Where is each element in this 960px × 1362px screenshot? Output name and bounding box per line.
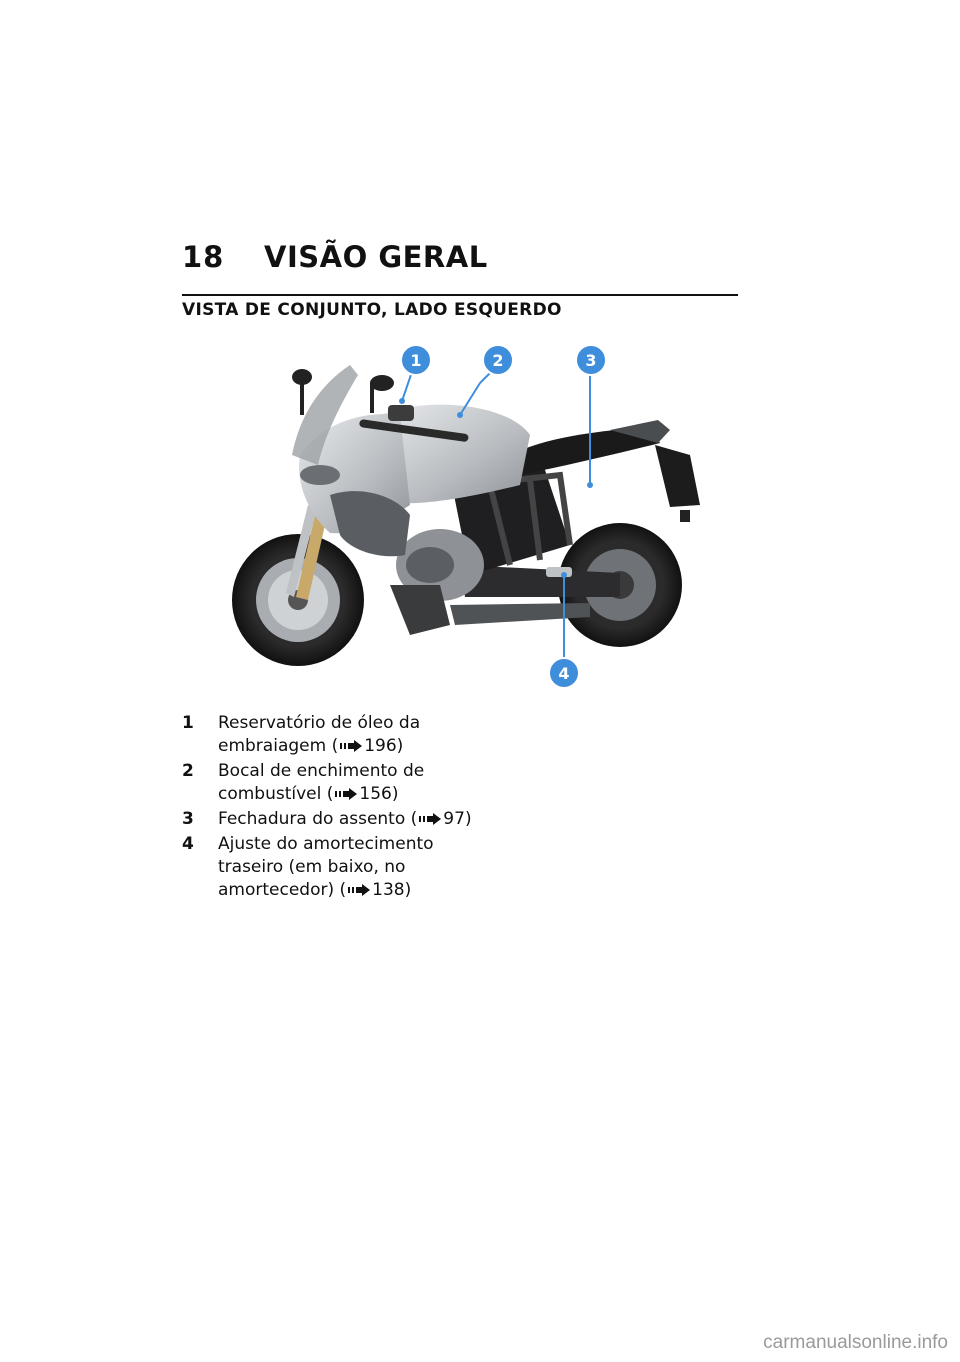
legend-item: 1 Reservatório de óleo da embraiagem (19… [182,712,482,758]
page-reference[interactable]: (196) [331,736,404,756]
legend-text: Fechadura do assento [218,809,406,829]
page-reference-arrow-icon [335,788,358,800]
callout-label: 2 [492,351,503,370]
callout-label: 3 [585,351,596,370]
callout-3: 3 [575,344,607,376]
legend-item: 2 Bocal de enchimento de combustível (15… [182,760,482,806]
page-number: 18 [182,240,225,274]
page-reference-number: 156 [359,784,392,804]
callout-4: 4 [548,657,580,689]
callout-label: 1 [410,351,421,370]
callout-label: 4 [558,664,569,683]
watermark[interactable]: carmanualsonline.info [763,1332,948,1353]
section-title: VISTA DE CONJUNTO, LADO ESQUERDO [182,300,562,320]
legend-list: 1 Reservatório de óleo da embraiagem (19… [182,712,482,904]
legend-text: Bocal de enchimento de combustível [218,761,425,804]
callout-2: 2 [482,344,514,376]
legend-text: Reservatório de óleo da embraiagem [218,713,421,756]
page-header: 18 VISÃO GERAL [182,240,738,274]
legend-item: 3 Fechadura do assento (97) [182,808,482,831]
page-reference-number: 196 [364,736,397,756]
legend-number: 4 [182,834,194,854]
chapter-title: VISÃO GERAL [264,240,488,274]
callout-1: 1 [400,344,432,376]
legend-item: 4 Ajuste do amortecimento traseiro (em b… [182,833,482,902]
legend-number: 3 [182,809,194,829]
page-reference[interactable]: (97) [410,809,472,829]
page-reference-arrow-icon [348,884,371,896]
page-reference-number: 97 [443,809,465,829]
page-reference-arrow-icon [419,813,442,825]
page-reference[interactable]: (138) [339,880,412,900]
legend-text: Ajuste do amortecimento traseiro (em bai… [218,834,434,900]
page-reference-number: 138 [372,880,405,900]
header-rule [182,294,738,296]
motorcycle-illustration [232,365,700,666]
motorcycle-figure: 1 2 3 4 [232,344,700,689]
legend-number: 1 [182,713,194,733]
page-reference[interactable]: (156) [326,784,399,804]
page-reference-arrow-icon [340,740,363,752]
legend-number: 2 [182,761,194,781]
